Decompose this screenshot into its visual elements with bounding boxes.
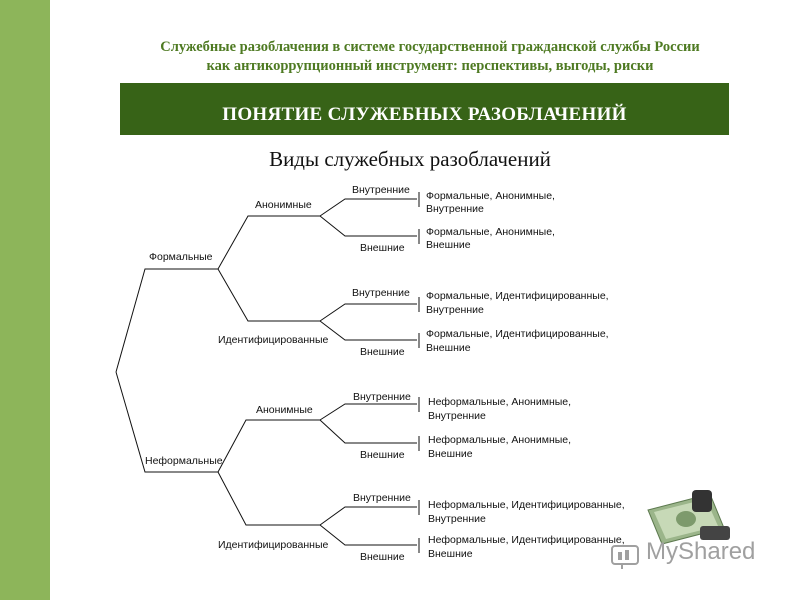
edge-root-formal xyxy=(115,268,218,373)
money-icon xyxy=(647,490,730,545)
node-l3-8: Внешние xyxy=(360,551,405,563)
edge-formal-anon xyxy=(217,215,320,270)
leaf-3-line-1: Формальные, Идентифицированные, xyxy=(426,290,609,302)
leaf-1-line-2: Внутренние xyxy=(426,203,484,215)
edge-l2-4-outer xyxy=(319,524,417,546)
edge-l2-2-inner xyxy=(319,303,417,322)
leaf-2: Формальные, Анонимные, Внешние xyxy=(426,226,555,251)
leaf-6: Неформальные, Анонимные, Внешние xyxy=(428,434,571,460)
edge-root-informal xyxy=(115,371,218,473)
left-accent-bar xyxy=(0,0,50,600)
leaf-8: Неформальные, Идентифицированные, Внешни… xyxy=(428,534,625,560)
node-l3-4: Внешние xyxy=(360,346,405,358)
node-l3-3: Внутренние xyxy=(352,287,410,299)
leaf-8-line-1: Неформальные, Идентифицированные, xyxy=(428,534,625,546)
banner-title: ПОНЯТИЕ СЛУЖЕБНЫХ РАЗОБЛАЧЕНИЙ xyxy=(222,104,627,125)
leaf-4: Формальные, Идентифицированные, Внешние xyxy=(426,328,609,354)
leaf-1: Формальные, Анонимные, Внутренние xyxy=(426,190,555,215)
leaf-6-line-1: Неформальные, Анонимные, xyxy=(428,434,571,446)
header-line-2: как антикоррупционный инструмент: перспе… xyxy=(206,58,654,74)
leaf-3: Формальные, Идентифицированные, Внутренн… xyxy=(426,290,609,316)
leaf-4-line-2: Внешние xyxy=(426,342,471,354)
leaf-5-line-1: Неформальные, Анонимные, xyxy=(428,396,571,408)
edge-informal-ident xyxy=(217,471,320,526)
edge-l2-1-outer xyxy=(319,215,417,237)
leaf-1-line-1: Формальные, Анонимные, xyxy=(426,190,555,202)
leaf-2-line-2: Внешние xyxy=(426,239,471,251)
node-l3-2: Внешние xyxy=(360,242,405,254)
edge-l2-3-inner xyxy=(319,403,417,421)
leaf-7-line-2: Внутренние xyxy=(428,513,486,525)
edge-informal-anon xyxy=(217,419,320,473)
edge-l2-1-inner xyxy=(319,198,417,217)
edge-formal-ident xyxy=(217,268,320,322)
leaf-3-line-2: Внутренние xyxy=(426,304,484,316)
watermark-logo-icon xyxy=(611,545,639,569)
node-l3-7: Внутренние xyxy=(353,492,411,504)
node-informal-anonymous: Анонимные xyxy=(256,404,313,416)
slide-header: Служебные разоблачения в системе государ… xyxy=(60,38,800,76)
leaf-2-line-1: Формальные, Анонимные, xyxy=(426,226,555,238)
leaf-4-line-1: Формальные, Идентифицированные, xyxy=(426,328,609,340)
leaf-8-line-2: Внешние xyxy=(428,548,473,560)
edge-l2-3-outer xyxy=(319,419,417,444)
node-l3-1: Внутренние xyxy=(352,184,410,196)
section-banner: ПОНЯТИЕ СЛУЖЕБНЫХ РАЗОБЛАЧЕНИЙ xyxy=(120,83,729,135)
leaf-5-line-2: Внутренние xyxy=(428,410,486,422)
node-formal-anonymous: Анонимные xyxy=(255,199,312,211)
edge-l2-4-inner xyxy=(319,506,417,526)
diagram-title: Виды служебных разоблачений xyxy=(269,147,551,171)
leaf-5: Неформальные, Анонимные, Внутренние xyxy=(428,396,571,422)
edge-l2-2-outer xyxy=(319,320,417,341)
node-informal-identified: Идентифицированные xyxy=(218,539,328,551)
leaf-7-line-1: Неформальные, Идентифицированные, xyxy=(428,499,625,511)
node-informal: Неформальные xyxy=(145,455,223,467)
leaf-7: Неформальные, Идентифицированные, Внутре… xyxy=(428,499,625,525)
watermark-text: MyShared xyxy=(646,538,756,565)
leaf-6-line-2: Внешние xyxy=(428,448,473,460)
node-formal-identified: Идентифицированные xyxy=(218,334,328,346)
node-l3-6: Внешние xyxy=(360,449,405,461)
node-formal: Формальные xyxy=(149,251,213,263)
node-l3-5: Внутренние xyxy=(353,391,411,403)
header-line-1: Служебные разоблачения в системе государ… xyxy=(160,39,700,55)
